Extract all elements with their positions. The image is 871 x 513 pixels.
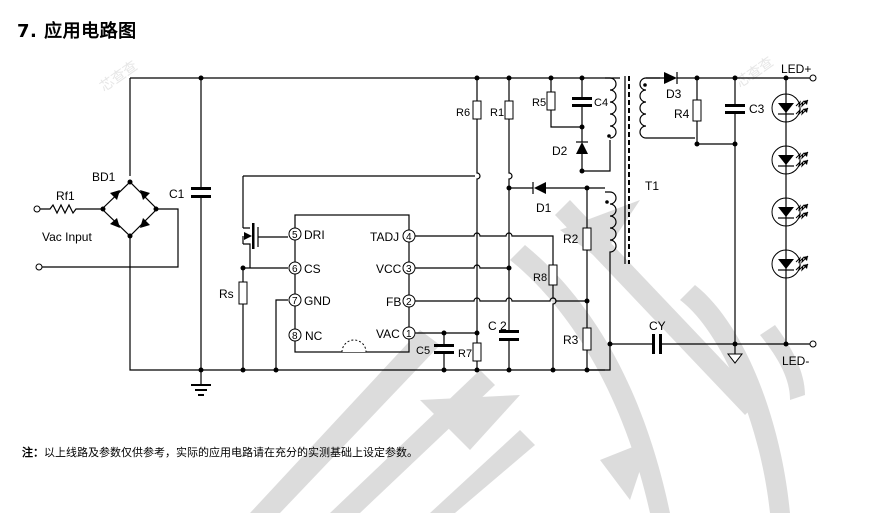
svg-text:4: 4: [406, 232, 412, 243]
resistor-r6: [472, 75, 482, 333]
svg-text:GND: GND: [304, 294, 331, 308]
capacitor-c2: [499, 330, 519, 373]
ic-pin-1: 1 VAC: [376, 326, 416, 341]
diode-d1: [509, 182, 590, 194]
label-r6: R6: [456, 107, 470, 119]
capacitor-c4: [572, 75, 592, 130]
ic-pin-8: 8 NC: [288, 328, 323, 343]
resistor-r3: [582, 327, 592, 373]
note-prefix: 注：: [22, 446, 44, 459]
resistor-rf1: [40, 203, 102, 215]
watermark-text: 芯查查: [97, 58, 141, 95]
label-d1: D1: [536, 201, 552, 215]
input-terminal-1: [33, 205, 41, 213]
label-c2: C 2: [488, 319, 507, 333]
label-d3: D3: [666, 87, 682, 101]
label-c1: C1: [169, 187, 185, 201]
footnote: 注：以上线路及参数仅供参考，实际的应用电路请在充分的实测基础上设定参数。: [22, 444, 418, 460]
ic-pin-6: 6 CS: [288, 261, 321, 276]
led-string: [771, 93, 809, 279]
diode-d2: [576, 127, 588, 174]
svg-text:7: 7: [292, 296, 298, 307]
controller-ic: [294, 214, 410, 353]
label-r8: R8: [533, 272, 547, 284]
bridge-rectifier-bd1: [100, 179, 159, 239]
input-terminal-2: [35, 208, 179, 271]
capacitor-c1: [191, 75, 211, 373]
svg-text:8: 8: [292, 331, 298, 342]
svg-text:VCC: VCC: [376, 262, 402, 276]
label-r3: R3: [563, 333, 579, 347]
led-1: [771, 93, 809, 123]
label-t1: T1: [645, 179, 659, 193]
section-heading: 7. 应用电路图: [17, 21, 137, 42]
ground-icon: [191, 370, 211, 396]
resistor-r8: [548, 264, 558, 373]
output-ground-icon: [726, 344, 744, 364]
led-minus-terminal[interactable]: [809, 340, 817, 348]
label-vac-input: Vac Input: [42, 230, 92, 244]
label-cy: CY: [649, 319, 666, 333]
label-led-plus: LED+: [781, 62, 811, 76]
label-c5: C5: [416, 345, 430, 357]
resistor-r5: [546, 75, 582, 128]
resistor-rs: [238, 268, 248, 370]
led-3: [771, 197, 809, 227]
capacitor-cy: [610, 334, 815, 354]
capacitor-c3: [725, 75, 745, 347]
svg-text:FB: FB: [386, 295, 401, 309]
label-r1: R1: [490, 107, 504, 119]
mosfet-switch: [242, 175, 475, 268]
led-4: [771, 249, 809, 279]
resistor-r2: [582, 188, 592, 330]
svg-text:VAC: VAC: [376, 327, 400, 341]
watermark-text-2: 芯查查: [733, 54, 777, 91]
ic-pin-7: 7 GND: [288, 293, 331, 308]
svg-text:DRI: DRI: [304, 228, 325, 242]
svg-text:2: 2: [406, 297, 412, 308]
label-rs: Rs: [219, 287, 234, 301]
capacitor-c5: [434, 333, 454, 373]
label-led-minus: LED-: [782, 354, 809, 368]
resistor-r1: [504, 75, 514, 188]
svg-text:TADJ: TADJ: [370, 230, 399, 244]
label-c3: C3: [749, 102, 765, 116]
label-rf1: Rf1: [56, 189, 75, 203]
ic-pin-4: 4 TADJ: [370, 229, 416, 244]
led-2: [771, 145, 809, 175]
svg-text:CS: CS: [304, 262, 321, 276]
ic-pin-5: 5 DRI: [288, 227, 325, 242]
label-r2: R2: [563, 232, 579, 246]
led-plus-terminal[interactable]: [809, 74, 817, 82]
ic-pin-2: 2 FB: [386, 294, 416, 309]
svg-text:NC: NC: [305, 329, 323, 343]
svg-text:6: 6: [292, 264, 298, 275]
svg-text:3: 3: [406, 264, 412, 275]
label-bd1: BD1: [92, 170, 116, 184]
svg-text:1: 1: [406, 329, 412, 340]
label-d2: D2: [552, 144, 568, 158]
label-c4: C4: [594, 97, 608, 109]
label-r4: R4: [674, 107, 690, 121]
label-r7: R7: [458, 348, 472, 360]
note-text: 以上线路及参数仅供参考，实际的应用电路请在充分的实测基础上设定参数。: [44, 446, 418, 459]
svg-text:5: 5: [292, 230, 298, 241]
label-r5: R5: [532, 97, 546, 109]
ic-pin-3: 3 VCC: [376, 261, 416, 276]
transformer-t1: [605, 76, 695, 340]
resistor-r7: [472, 333, 482, 373]
resistor-r4: [692, 75, 702, 147]
